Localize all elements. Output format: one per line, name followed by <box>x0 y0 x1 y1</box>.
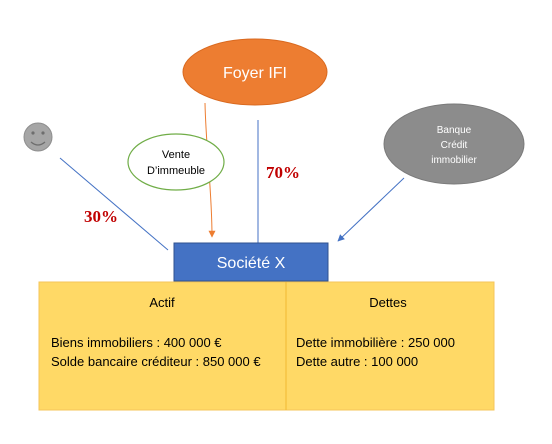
vente-label-line2: D’immeuble <box>147 165 205 177</box>
societe-x-node: Société X <box>173 242 329 282</box>
banque-label-line2: Crédit <box>441 140 468 151</box>
balance-sheet: Actif Biens immobiliers : 400 000 € Sold… <box>38 281 495 411</box>
actif-box <box>38 281 287 411</box>
dettes-box <box>285 281 495 411</box>
banque-node: Banque Crédit immobilier <box>383 103 525 185</box>
actif-line-biens: Biens immobiliers : 400 000 € <box>51 335 222 350</box>
percent-right: 70% <box>266 163 300 182</box>
societe-x-label: Société X <box>217 255 286 272</box>
dettes-line-autre: Dette autre : 100 000 <box>296 354 418 369</box>
banque-label-line3: immobilier <box>431 155 477 166</box>
banque-label-line1: Banque <box>437 125 472 136</box>
dettes-line-immobiliere: Dette immobilière : 250 000 <box>296 335 455 350</box>
percent-left: 30% <box>84 207 118 226</box>
foyer-ifi-node: Foyer IFI <box>182 38 328 106</box>
smiley-face-icon <box>23 122 53 152</box>
actif-line-solde: Solde bancaire créditeur : 850 000 € <box>51 354 261 369</box>
connector-shareholder-to-societe <box>59 157 169 251</box>
dettes-title: Dettes <box>369 295 407 310</box>
foyer-ifi-label: Foyer IFI <box>223 65 287 82</box>
vente-immeuble-node: Vente D’immeuble <box>127 133 225 191</box>
vente-label-line1: Vente <box>162 149 190 161</box>
arrow-banque-to-societe <box>337 177 405 242</box>
actif-title: Actif <box>149 295 175 310</box>
